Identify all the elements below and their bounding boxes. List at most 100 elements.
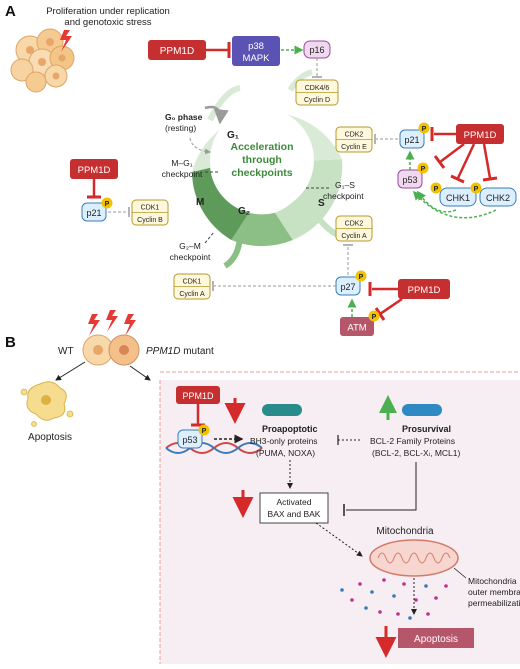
svg-text:P: P xyxy=(422,126,427,133)
apoptosis-box xyxy=(398,628,474,648)
prosurvival-label: Prosurvival xyxy=(402,424,451,434)
mutant-to-panel-arrow xyxy=(129,365,151,381)
ppm1d-box-right xyxy=(456,124,504,144)
phase-s-label: S xyxy=(318,198,325,209)
atm-box xyxy=(340,317,374,336)
lightning-bolts-b xyxy=(88,310,136,336)
ppm1d-inhibits-chk2 xyxy=(482,143,492,179)
g0-enter-arrow xyxy=(204,105,229,125)
phospho-badge-p21-left xyxy=(101,197,113,209)
phospho-badge-p53-right xyxy=(417,162,429,174)
svg-text:P: P xyxy=(372,314,377,321)
cdk2-label-bottom: CDK2 xyxy=(345,221,364,228)
proapoptotic-protein-icon xyxy=(262,404,302,416)
p53-box-b xyxy=(177,429,203,449)
bcl2-label-1: BCL-2 Family Proteins xyxy=(370,436,455,446)
phase-g2-label: G₂ xyxy=(238,206,250,217)
phase-g1-label: G₁ xyxy=(227,130,239,141)
ppm1d-left-label: PPM1D xyxy=(78,165,111,176)
ppm1d-bottom-label: PPM1D xyxy=(408,285,441,296)
mutant-cell-area xyxy=(160,380,520,664)
lightning-bolt-icon xyxy=(124,314,136,336)
mapk-label: MAPK xyxy=(243,53,271,64)
ppm1d-inhibits-p53 xyxy=(439,143,465,163)
ppm1d-box-left xyxy=(70,159,118,179)
p21-box-right xyxy=(399,129,425,149)
p16-label: p16 xyxy=(309,45,324,55)
apoptotic-cell xyxy=(20,381,74,427)
ppm1d-box-bottom xyxy=(398,279,450,299)
svg-text:P: P xyxy=(474,186,479,193)
ppm1d-box-b xyxy=(176,386,220,404)
activated-label-2: BAX and BAK xyxy=(268,509,321,519)
g2m-checkpoint-marker xyxy=(204,231,215,244)
wt-to-apoptosis-arrow xyxy=(55,361,86,381)
phase-m-label: M xyxy=(196,197,204,208)
g1s-checkpoint-label-2: checkpoint xyxy=(323,191,364,201)
lightning-bolt-icon xyxy=(88,314,100,336)
svg-text:P: P xyxy=(421,166,426,173)
svg-text:P: P xyxy=(434,186,439,193)
ppm1d-inhibits-atm xyxy=(379,297,403,316)
svg-text:P: P xyxy=(359,274,364,281)
apoptosis-left-label: Apoptosis xyxy=(28,432,72,443)
proliferation-caption-2: and genotoxic stress xyxy=(64,17,151,28)
bax-to-mitochondria-arrow xyxy=(315,522,363,557)
g1s-checkpoint-label-1: G₁–S xyxy=(335,180,355,190)
ppm1d-top-label: PPM1D xyxy=(160,46,194,57)
activated-bax-bak-box xyxy=(259,492,329,524)
lightning-bolt-icon xyxy=(106,310,118,332)
phospho-badge-p53-b xyxy=(198,424,210,436)
cycle-center-text-3: checkpoints xyxy=(231,167,292,179)
chk2-box xyxy=(479,187,517,207)
panel-b-letter: B xyxy=(5,334,16,351)
phospho-badge-p27 xyxy=(355,270,367,282)
proliferation-caption-1: Proliferation under replication xyxy=(46,6,170,17)
cyclin-a-label-right: Cyclin A xyxy=(341,233,367,240)
phospho-badge-chk1 xyxy=(430,182,442,194)
g0-phase-label: G₀ phase xyxy=(165,112,203,122)
momp-callout-line xyxy=(453,567,467,579)
lightning-bolt-icon xyxy=(60,30,72,52)
phospho-badge-chk2 xyxy=(470,182,482,194)
phospho-badge-atm xyxy=(368,310,380,322)
chk1-label: CHK1 xyxy=(446,193,470,203)
atm-label: ATM xyxy=(347,323,366,334)
svg-text:P: P xyxy=(202,428,207,435)
ppm1d-box-top xyxy=(148,40,206,60)
wt-and-mutant-cells xyxy=(82,334,140,366)
cdk46-label: CDK4/6 xyxy=(305,85,330,92)
p21-box-left xyxy=(81,202,107,222)
panel-a-letter: A xyxy=(5,3,16,20)
p53-b-label: p53 xyxy=(182,435,197,445)
activated-label-1: Activated xyxy=(277,497,312,507)
chk2-label: CHK2 xyxy=(486,193,510,203)
g0-exit-arrow xyxy=(189,137,211,155)
chk1-box xyxy=(439,187,477,207)
cyclin-b-label: Cyclin B xyxy=(137,217,163,224)
chk2-activates-p53 xyxy=(412,190,497,219)
g2m-checkpoint-label-2: checkpoint xyxy=(170,252,211,262)
p21-right-label: p21 xyxy=(404,135,419,145)
g2m-checkpoint-label-1: G₂–M xyxy=(179,241,201,251)
wt-label: WT xyxy=(58,346,74,357)
bh3-label-1: BH3-only proteins xyxy=(250,436,318,446)
momp-label-3: permeabilization xyxy=(468,598,520,608)
cyclin-e-label: Cyclin E xyxy=(341,144,367,151)
p38-mapk-box xyxy=(232,36,280,66)
g0-resting-label: (resting) xyxy=(165,123,196,133)
mutant-label: PPM1D mutant xyxy=(146,346,214,357)
cycle-center-text-1: Acceleration xyxy=(230,141,293,153)
mutant-word: mutant xyxy=(180,346,214,357)
p27-label: p27 xyxy=(340,282,355,292)
p21-left-label: p21 xyxy=(86,208,101,218)
apoptosis-box-label: Apoptosis xyxy=(414,634,458,645)
cytochrome-c-release-dots xyxy=(340,578,448,620)
phospho-badge-p21-right xyxy=(418,122,430,134)
ppm1d-right-label: PPM1D xyxy=(464,130,497,141)
ppm1d-b-label: PPM1D xyxy=(182,391,214,401)
bcl2-inhibits-bax xyxy=(346,462,417,511)
p53-right-label: p53 xyxy=(402,175,417,185)
